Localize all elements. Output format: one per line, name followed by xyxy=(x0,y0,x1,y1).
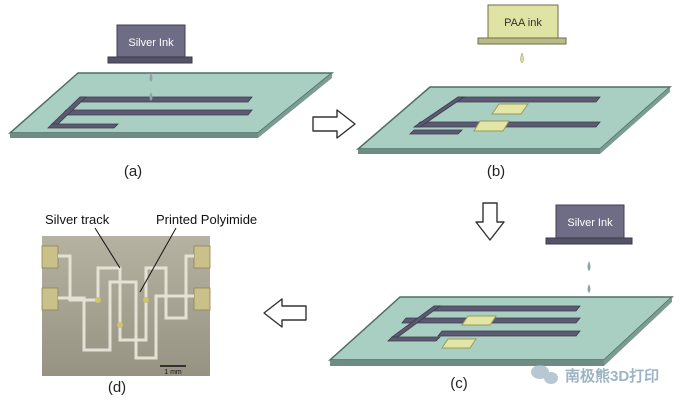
panel-caption: (a) xyxy=(124,163,142,180)
droplet-icon xyxy=(520,52,524,64)
arrow-right-icon xyxy=(312,109,356,139)
panel-caption: (c) xyxy=(450,375,468,392)
droplet-icon xyxy=(149,92,153,101)
printer-label: Silver Ink xyxy=(128,37,174,49)
arrow-down-icon xyxy=(475,202,505,241)
silver-track xyxy=(387,305,581,342)
silver-track xyxy=(409,96,601,135)
label-printed-polyimide: Printed Polyimide xyxy=(156,212,257,227)
photo-polyimide-spot xyxy=(95,297,149,328)
substrate-plate-edge xyxy=(10,133,258,138)
substrate-plate-edge xyxy=(358,149,600,154)
silver-track xyxy=(47,96,253,129)
photo-silver-track xyxy=(58,254,194,360)
panel-caption: (d) xyxy=(108,379,126,396)
panel-b: PAA ink (b) xyxy=(355,4,672,180)
printer-head: PAA ink xyxy=(477,4,567,45)
droplet-icon xyxy=(587,284,591,293)
photo-contact-pads xyxy=(41,245,211,311)
panel-caption: (b) xyxy=(487,163,505,180)
printer-head: Silver Ink xyxy=(545,204,633,245)
arrow-left-icon xyxy=(263,298,307,328)
label-silver-track: Silver track xyxy=(45,212,110,227)
substrate-plate-edge xyxy=(330,360,604,366)
label-leader-lines xyxy=(94,227,177,293)
panel-d: Silver track Printed Polyimide 1 mm (d) xyxy=(41,212,257,396)
paa-pad xyxy=(473,103,529,132)
substrate-plate xyxy=(355,86,672,150)
printer-head: Silver Ink xyxy=(107,24,193,64)
watermark-text: 南极熊3D打印 xyxy=(565,367,659,385)
droplet-icon xyxy=(149,73,153,82)
paa-pad xyxy=(441,315,497,349)
substrate-plate-side xyxy=(600,87,670,154)
wechat-icon xyxy=(531,365,558,384)
panel-a: Silver Ink (a) xyxy=(8,24,335,180)
printer-label: Silver Ink xyxy=(567,217,613,229)
watermark: 南极熊3D打印 xyxy=(531,365,659,385)
scale-bar-label: 1 mm xyxy=(164,369,182,376)
substrate-plate-side xyxy=(604,297,672,366)
substrate-plate-side xyxy=(258,73,332,138)
printer-label: PAA ink xyxy=(504,17,542,29)
panel-c: Silver Ink (c) xyxy=(328,204,674,392)
droplet-icon xyxy=(587,261,591,271)
